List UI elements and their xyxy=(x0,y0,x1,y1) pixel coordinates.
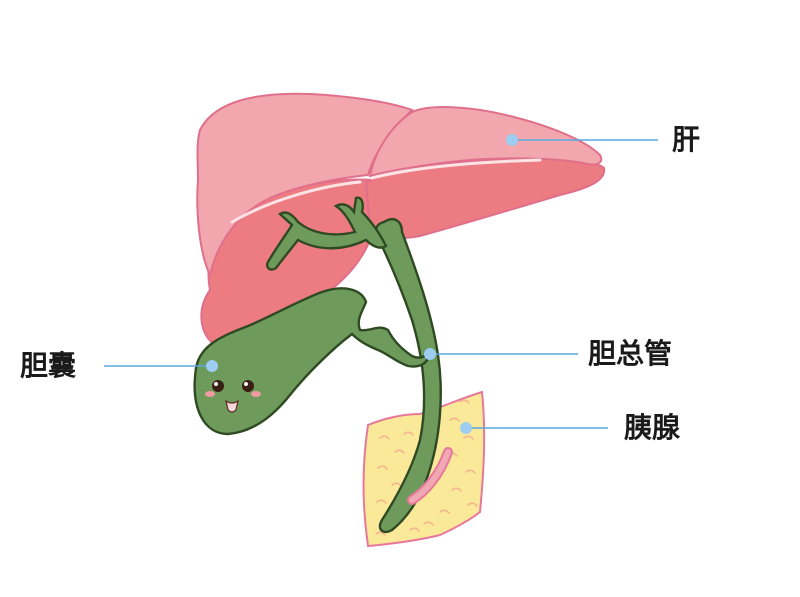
liver-right-lobe-upper xyxy=(368,106,603,178)
liver-label: 肝 xyxy=(672,123,701,156)
hepatic-duct-branches xyxy=(266,196,388,271)
common-bile-duct-label: 胆总管 xyxy=(588,337,673,370)
pancreas-leader-dot xyxy=(460,422,472,434)
leader-lines xyxy=(104,134,658,434)
mouth-icon xyxy=(225,399,239,413)
pancreas-label: 胰腺 xyxy=(624,411,681,444)
left-blush-icon xyxy=(205,391,215,397)
bile-duct-leader-dot xyxy=(424,348,436,360)
right-blush-icon xyxy=(251,391,261,397)
liver-left-lobe-upper xyxy=(196,92,414,279)
bile-ducts xyxy=(193,196,453,534)
liver-highlight xyxy=(230,158,542,224)
gallbladder-face xyxy=(205,380,261,413)
pancreatic-duct-fill xyxy=(409,449,451,503)
liver-right-lobe-lower xyxy=(364,156,606,239)
gallbladder-leader-dot xyxy=(206,360,218,372)
gallbladder-label: 胆囊 xyxy=(20,349,77,382)
left-eye-icon xyxy=(212,380,224,392)
liver-leader-dot xyxy=(506,134,518,146)
liver xyxy=(196,92,606,347)
right-eye-icon xyxy=(242,380,254,392)
pancreas-texture xyxy=(375,399,478,536)
common-bile-duct xyxy=(374,218,442,534)
